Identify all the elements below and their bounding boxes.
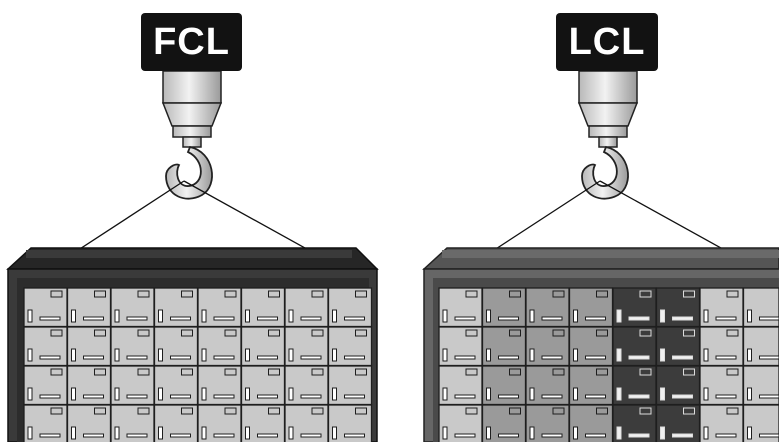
cargo-box [483, 288, 526, 327]
cargo-box [700, 327, 743, 366]
cargo-box [329, 366, 372, 405]
cargo-box [285, 327, 328, 366]
cargo-box [285, 288, 328, 327]
cargo-box [111, 405, 154, 442]
cargo-box [198, 327, 241, 366]
cargo-box [700, 288, 743, 327]
cargo-box [744, 366, 779, 405]
cargo-box [329, 405, 372, 442]
cargo-box [700, 366, 743, 405]
cargo-box [613, 288, 656, 327]
cargo-box [24, 366, 67, 405]
cargo-box [68, 366, 111, 405]
cargo-box [439, 288, 482, 327]
cargo-box [285, 405, 328, 442]
cargo-box [657, 288, 700, 327]
cargo-box [483, 327, 526, 366]
lcl-cargo-grid [439, 288, 779, 442]
cargo-box [483, 366, 526, 405]
cargo-box [526, 366, 569, 405]
cargo-box [744, 327, 779, 366]
cargo-box [570, 327, 613, 366]
fcl-label: FCL [141, 13, 242, 71]
cargo-box [570, 405, 613, 442]
lcl-label: LCL [556, 13, 658, 71]
cargo-box [439, 405, 482, 442]
cargo-box [613, 366, 656, 405]
cargo-box [198, 405, 241, 442]
cargo-box [526, 288, 569, 327]
cargo-box [657, 327, 700, 366]
cargo-box [24, 405, 67, 442]
cargo-box [744, 405, 779, 442]
cargo-box [242, 366, 285, 405]
cargo-box [111, 288, 154, 327]
fcl-crane-hook-icon [163, 71, 221, 199]
cargo-box [155, 366, 198, 405]
cargo-box [155, 327, 198, 366]
cargo-box [526, 405, 569, 442]
cargo-box [198, 366, 241, 405]
cargo-box [24, 327, 67, 366]
cargo-box [613, 405, 656, 442]
fcl-cargo-grid [24, 288, 372, 442]
cargo-box [155, 288, 198, 327]
cargo-box [68, 327, 111, 366]
cargo-box [285, 366, 328, 405]
cargo-box [700, 405, 743, 442]
cargo-box [570, 288, 613, 327]
cargo-box [242, 288, 285, 327]
cargo-box [570, 366, 613, 405]
cargo-box [657, 366, 700, 405]
cargo-box [111, 366, 154, 405]
cargo-box [242, 327, 285, 366]
cargo-box [24, 288, 67, 327]
cargo-box [439, 327, 482, 366]
cargo-box [526, 327, 569, 366]
cargo-box [111, 327, 154, 366]
cargo-box [483, 405, 526, 442]
cargo-box [657, 405, 700, 442]
cargo-box [198, 288, 241, 327]
cargo-box [242, 405, 285, 442]
lcl-panel [424, 71, 779, 442]
cargo-box [155, 405, 198, 442]
cargo-box [329, 288, 372, 327]
cargo-box [68, 405, 111, 442]
cargo-box [439, 366, 482, 405]
lcl-crane-hook-icon [579, 71, 637, 199]
cargo-box [68, 288, 111, 327]
fcl-panel [8, 71, 377, 442]
cargo-box [613, 327, 656, 366]
cargo-box [329, 327, 372, 366]
cargo-box [744, 288, 779, 327]
